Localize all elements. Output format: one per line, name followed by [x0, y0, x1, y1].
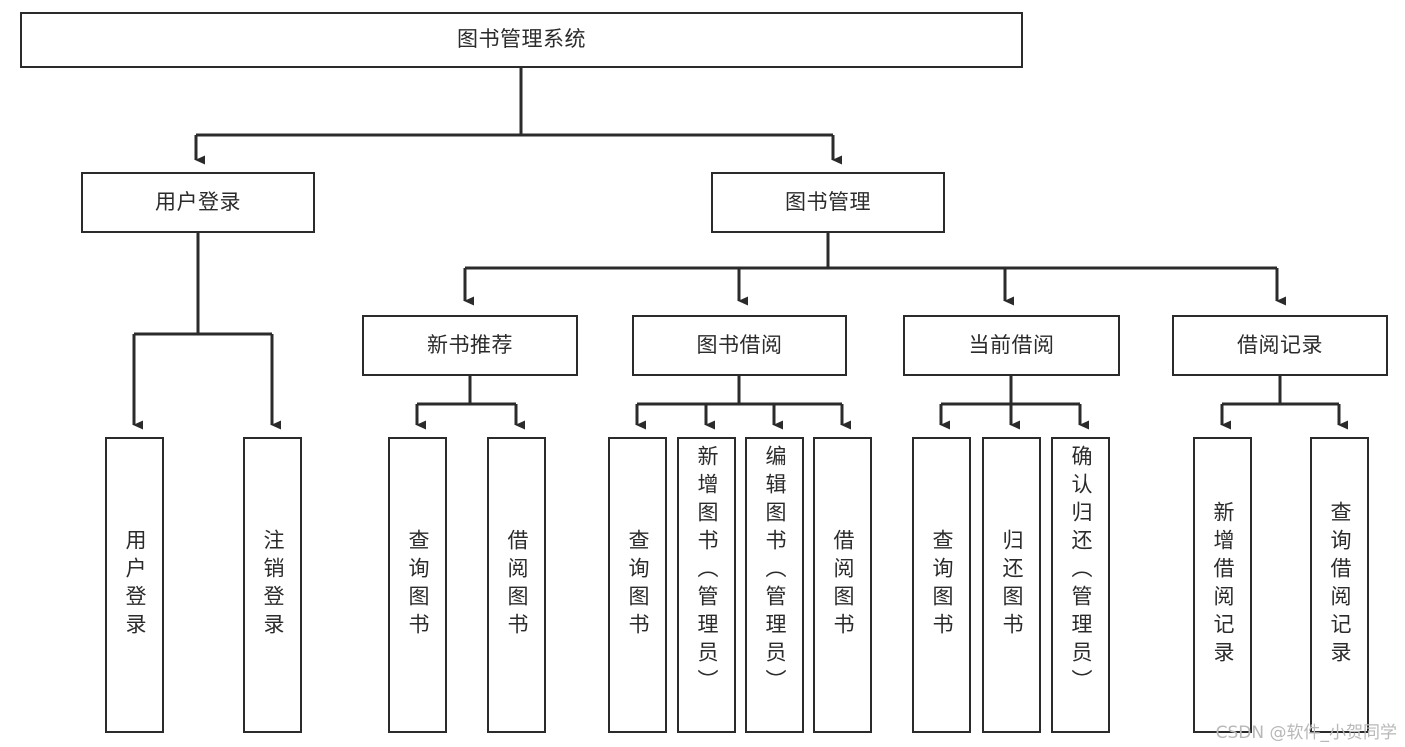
node-book-management-label: 图书管理 [785, 189, 871, 214]
node-leaf-return-book[interactable]: 归还图书 [982, 437, 1041, 733]
node-book-management[interactable]: 图书管理 [711, 172, 945, 233]
csdn-watermark: CSDN @软件_小贺同学 [1215, 723, 1397, 743]
node-leaf-query-record[interactable]: 查询借阅记录 [1310, 437, 1369, 733]
node-user-login-label: 用户登录 [155, 189, 241, 214]
node-leaf-borrow-book-1-label: 借阅图书 [505, 529, 529, 641]
node-user-login[interactable]: 用户登录 [81, 172, 315, 233]
node-leaf-confirm-return[interactable]: 确认归还（管理员） [1051, 437, 1110, 733]
node-leaf-add-record-label: 新增借阅记录 [1211, 501, 1235, 669]
node-current-borrow-label: 当前借阅 [968, 332, 1055, 357]
node-book-borrow[interactable]: 图书借阅 [632, 315, 847, 376]
node-leaf-query-book-1-label: 查询图书 [406, 529, 430, 641]
node-leaf-query-book-2[interactable]: 查询图书 [608, 437, 667, 733]
node-leaf-user-login[interactable]: 用户登录 [105, 437, 164, 733]
node-leaf-edit-book-label: 编辑图书（管理员） [763, 445, 787, 697]
node-leaf-borrow-book-2-label: 借阅图书 [831, 529, 855, 641]
node-leaf-confirm-return-label: 确认归还（管理员） [1069, 445, 1093, 697]
node-leaf-query-book-2-label: 查询图书 [626, 529, 650, 641]
node-borrow-record[interactable]: 借阅记录 [1172, 315, 1388, 376]
node-leaf-user-login-label: 用户登录 [123, 529, 147, 641]
node-root[interactable]: 图书管理系统 [20, 12, 1023, 68]
node-book-borrow-label: 图书借阅 [696, 332, 783, 357]
node-leaf-query-record-label: 查询借阅记录 [1328, 501, 1352, 669]
node-leaf-add-record[interactable]: 新增借阅记录 [1193, 437, 1252, 733]
node-leaf-query-book-3[interactable]: 查询图书 [912, 437, 971, 733]
node-leaf-add-book[interactable]: 新增图书（管理员） [677, 437, 736, 733]
node-leaf-query-book-3-label: 查询图书 [930, 529, 954, 641]
node-leaf-return-book-label: 归还图书 [1000, 529, 1024, 641]
node-leaf-borrow-book-1[interactable]: 借阅图书 [487, 437, 546, 733]
node-leaf-query-book-1[interactable]: 查询图书 [388, 437, 447, 733]
node-new-book-recommend[interactable]: 新书推荐 [362, 315, 578, 376]
node-new-book-recommend-label: 新书推荐 [427, 332, 513, 357]
node-leaf-borrow-book-2[interactable]: 借阅图书 [813, 437, 872, 733]
node-leaf-add-book-label: 新增图书（管理员） [695, 445, 719, 697]
node-leaf-edit-book[interactable]: 编辑图书（管理员） [745, 437, 804, 733]
node-leaf-user-logout[interactable]: 注销登录 [243, 437, 302, 733]
node-leaf-user-logout-label: 注销登录 [261, 529, 285, 641]
node-borrow-record-label: 借阅记录 [1237, 332, 1323, 357]
node-current-borrow[interactable]: 当前借阅 [903, 315, 1120, 376]
node-root-label: 图书管理系统 [457, 27, 586, 52]
